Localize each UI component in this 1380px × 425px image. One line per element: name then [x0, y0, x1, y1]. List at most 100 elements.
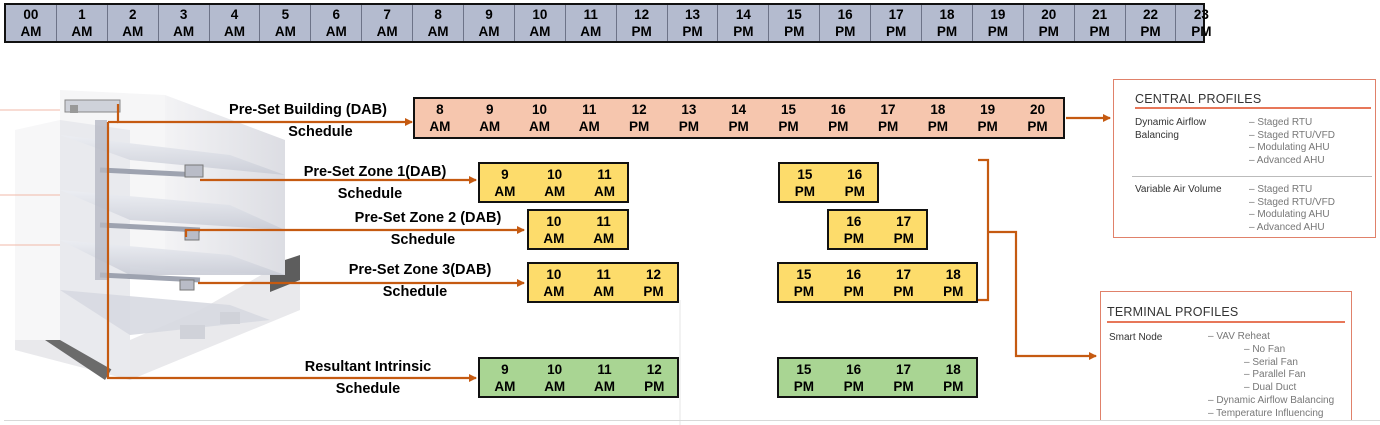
hour-period: PM	[793, 378, 815, 394]
hour-period: PM	[843, 283, 864, 299]
hour-period: PM	[733, 24, 754, 39]
hour-number: 9	[501, 361, 509, 377]
zone3-label-line2: Schedule	[382, 284, 448, 300]
terminal-sub-item: – Serial Fan	[1244, 356, 1298, 368]
hour-number: 10	[531, 102, 547, 117]
hour-number: 12	[646, 361, 662, 377]
hour-number: 9	[485, 7, 493, 22]
hour-number: 19	[990, 7, 1006, 22]
hour-number: 00	[23, 7, 39, 22]
hour-period: PM	[1191, 24, 1212, 39]
hour-period: PM	[628, 119, 650, 134]
hour-number: 11	[582, 102, 597, 117]
dab-item: – Staged RTU	[1249, 117, 1313, 128]
hour-number: 9	[485, 102, 494, 117]
terminal-item-temp-influencing: – Temperature Influencing	[1208, 407, 1324, 419]
building-label-line2: Schedule	[288, 124, 353, 140]
hour-period: PM	[943, 378, 964, 394]
hour-number: 16	[837, 7, 853, 22]
hour-number: 10	[547, 361, 563, 377]
dab-item: – Modulating AHU	[1249, 142, 1330, 153]
vav-reheat-subitems: – No Fan – Serial Fan – Parallel Fan – D…	[1244, 344, 1306, 394]
hour-number: 17	[895, 361, 911, 377]
hour-period: AM	[580, 24, 602, 39]
hour-period: PM	[678, 119, 699, 134]
hour-number: 19	[980, 102, 996, 117]
hour-period: PM	[843, 230, 865, 246]
vav-label: Variable Air Volume	[1135, 184, 1222, 195]
hour-number: 6	[332, 7, 341, 22]
vav-item: – Staged RTU/VFD	[1249, 196, 1335, 208]
zone3-label-line1: Pre-Set Zone 3(DAB)	[348, 262, 492, 278]
terminal-title-rule	[1107, 321, 1345, 323]
building-schedule-label: Pre-Set Building (DAB) Schedule	[208, 99, 408, 143]
hour-period: AM	[71, 24, 93, 39]
vav-item: – Modulating AHU	[1249, 209, 1330, 220]
hour-period: PM	[828, 119, 849, 134]
hour-period: PM	[644, 378, 665, 394]
dab-items-list: – Staged RTU – Staged RTU/VFD – Modulati…	[1249, 117, 1335, 167]
hour-number: 8	[434, 7, 442, 22]
terminal-sub-item: – Dual Duct	[1244, 381, 1297, 393]
dab-label-line2: Balancing	[1135, 129, 1179, 141]
bottom-divider	[4, 420, 1380, 421]
hour-period: PM	[794, 183, 816, 199]
hour-period: AM	[543, 230, 565, 246]
hour-period: PM	[1038, 24, 1059, 39]
resultant-label-line2: Schedule	[335, 381, 401, 397]
hour-number: 16	[846, 266, 862, 282]
hour-number: 16	[846, 213, 862, 229]
central-profiles-panel: CENTRAL PROFILES Dynamic Airflow Balanci…	[1113, 79, 1376, 238]
hour-number: 10	[532, 7, 548, 22]
hour-number: 15	[796, 361, 812, 377]
hour-period: AM	[274, 24, 296, 39]
hour-period: PM	[885, 24, 907, 39]
hour-period: AM	[544, 378, 566, 394]
hour-number: 7	[383, 7, 391, 22]
terminal-profiles-panel: TERMINAL PROFILES Smart Node – VAV Rehea…	[1100, 291, 1352, 421]
vav-item: – Staged RTU	[1249, 184, 1313, 195]
hour-number: 14	[735, 7, 751, 22]
hour-period: PM	[631, 24, 652, 39]
vav-item: – Advanced AHU	[1249, 221, 1325, 233]
hour-period: AM	[529, 24, 551, 39]
hour-period: AM	[593, 378, 615, 394]
terminal-profiles-arrow	[988, 230, 1097, 360]
hour-number: 10	[546, 266, 562, 282]
hour-number: 3	[179, 7, 188, 22]
hour-period: PM	[877, 119, 899, 134]
hour-number: 2	[128, 7, 137, 22]
hour-number: 12	[634, 7, 650, 22]
zone2-label-line1: Pre-Set Zone 2 (DAB)	[354, 210, 502, 226]
hour-number: 18	[939, 7, 955, 22]
hour-number: 16	[830, 102, 846, 117]
terminal-items-extra: – Dynamic Airflow Balancing – Temperatur…	[1208, 395, 1334, 420]
resultant-arrow	[106, 122, 477, 382]
hour-period: AM	[544, 183, 566, 199]
